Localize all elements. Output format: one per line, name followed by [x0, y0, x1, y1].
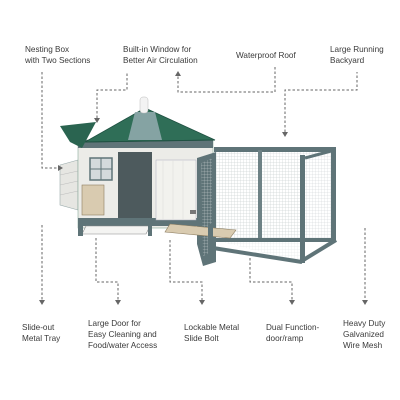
label-backyard: Large Running Backyard — [330, 45, 384, 65]
running-backyard — [212, 147, 338, 264]
waterproof-roof — [60, 96, 216, 148]
leader-lines — [39, 67, 368, 305]
label-mesh: Heavy Duty Galvanized Wire Mesh — [343, 319, 386, 350]
ramp — [164, 223, 237, 239]
slide-bolt — [190, 210, 196, 214]
label-door: Large Door for Easy Cleaning and Food/wa… — [88, 319, 158, 350]
label-tray: Slide-out Metal Tray — [22, 323, 61, 343]
nesting-box — [59, 159, 79, 211]
metal-tray — [81, 225, 151, 235]
label-ramp: Dual Function- door/ramp — [266, 323, 320, 343]
label-nesting-box: Nesting Box with Two Sections — [25, 45, 91, 65]
label-bolt: Lockable Metal Slide Bolt — [184, 323, 240, 343]
coop-body — [77, 139, 237, 266]
label-roof: Waterproof Roof — [236, 51, 296, 60]
label-window: Built-in Window for Better Air Circulati… — [123, 45, 198, 65]
